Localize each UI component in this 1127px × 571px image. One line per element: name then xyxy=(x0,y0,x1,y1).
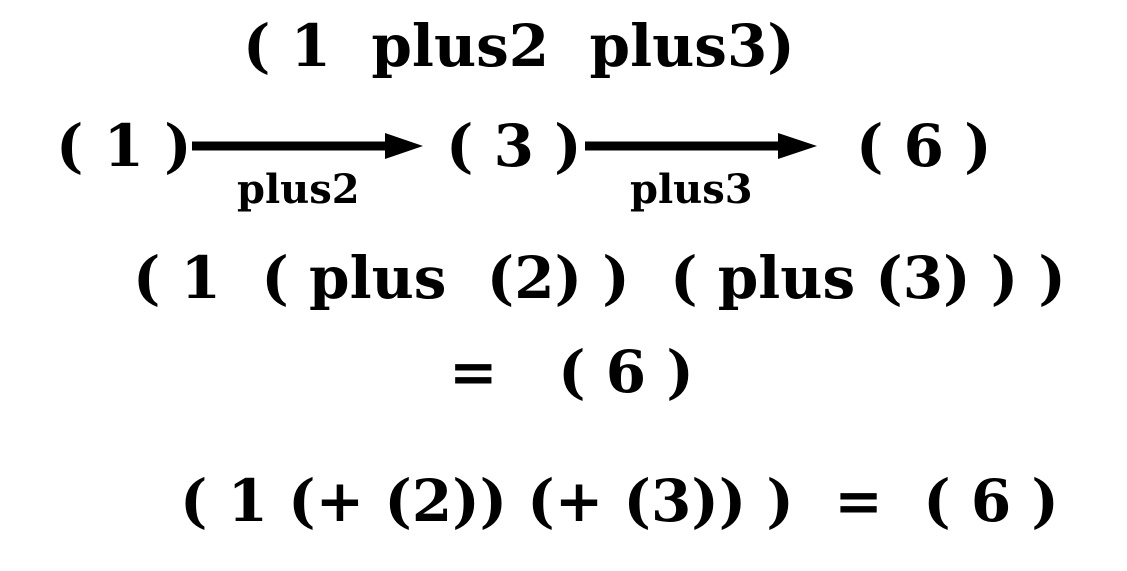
arrow-2-head xyxy=(778,133,817,159)
top-expression: ( 1 plus2 plus3) xyxy=(243,12,795,80)
symbolic-expression: ( 1 (+ (2)) (+ (3)) ) = ( 6 ) xyxy=(180,467,1059,535)
nested-result: = ( 6 ) xyxy=(449,338,694,406)
node-2: ( 3 ) xyxy=(446,112,582,180)
arrow-2 xyxy=(585,133,817,159)
node-1: ( 1 ) xyxy=(56,112,192,180)
edge-2-label: plus3 xyxy=(630,166,753,213)
edge-1-label: plus2 xyxy=(237,166,360,213)
node-3: ( 6 ) xyxy=(856,112,992,180)
arrow-1-head xyxy=(385,133,423,159)
nested-expression: ( 1 ( plus (2) ) ( plus (3) ) ) xyxy=(133,244,1066,312)
arrow-1 xyxy=(192,133,423,159)
